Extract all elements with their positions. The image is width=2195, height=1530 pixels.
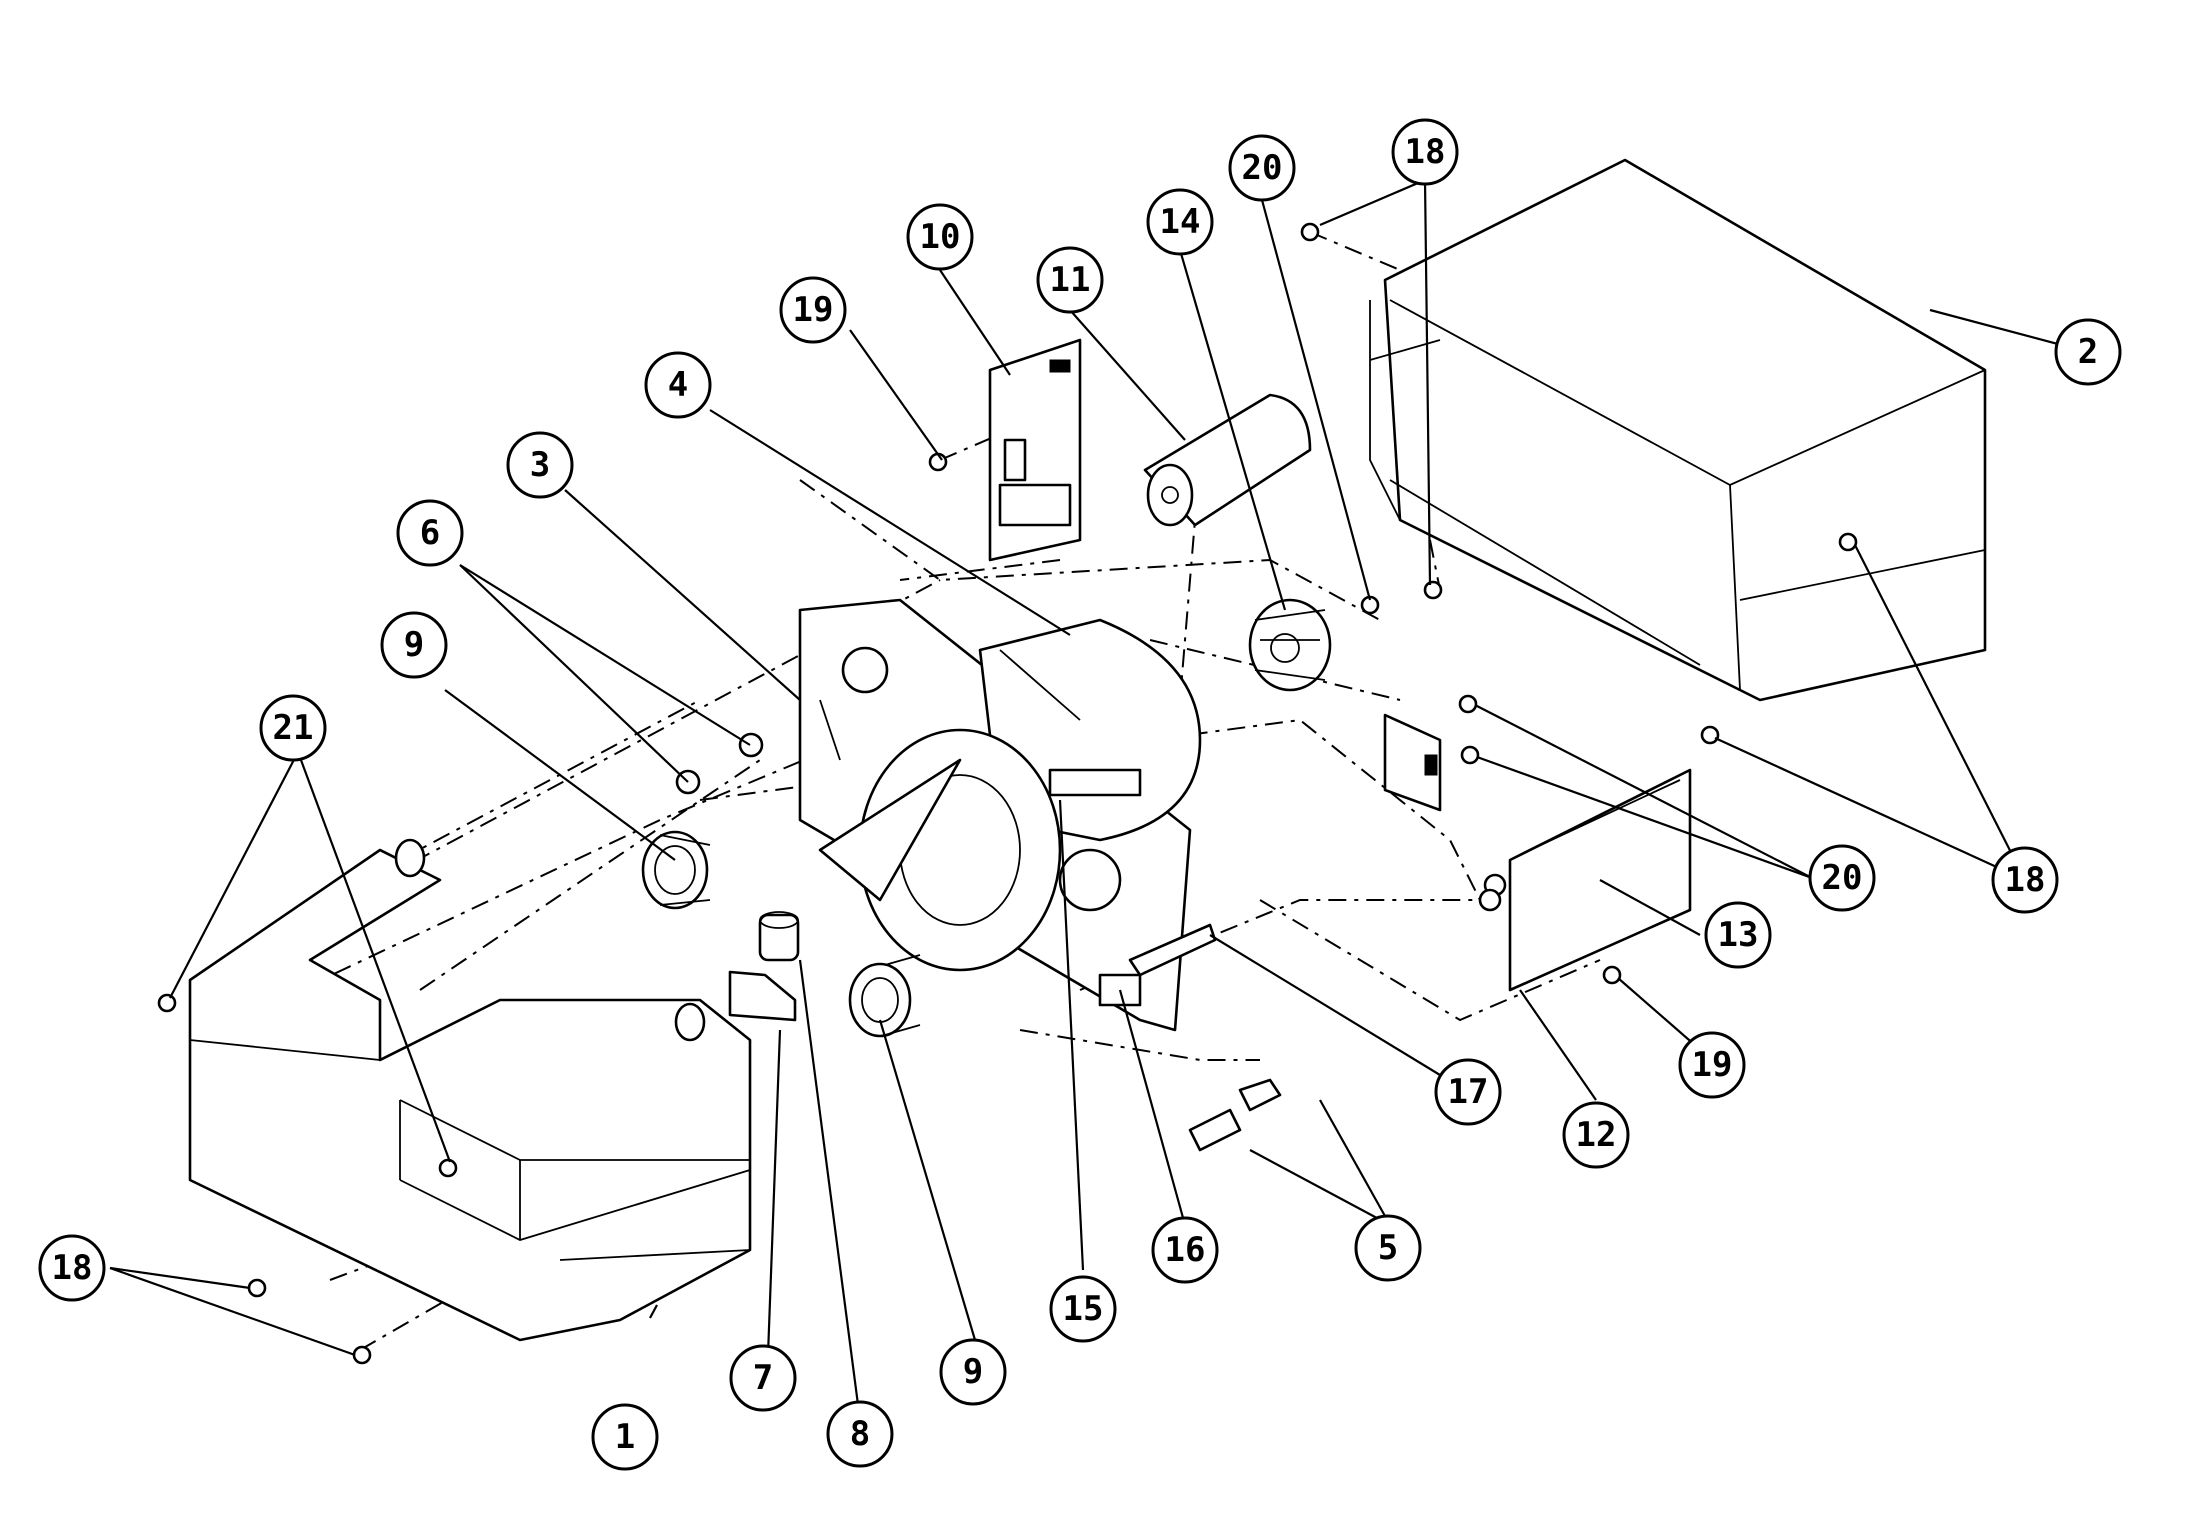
callout-4: 4 [644, 351, 712, 419]
housing-cover-part [1369, 158, 1987, 702]
bracket-part [728, 970, 797, 1022]
callout-15: 15 [1049, 1275, 1117, 1343]
switch-part [1128, 923, 1217, 977]
callout-18-right: 18 [1991, 846, 2059, 914]
callout-2: 2 [2054, 318, 2122, 386]
capacitor-part [1143, 393, 1312, 527]
callout-14: 14 [1146, 188, 1214, 256]
svg-text:6: 6 [420, 513, 440, 553]
svg-text:9: 9 [963, 1352, 983, 1392]
callout-19-top: 19 [779, 276, 847, 344]
svg-text:12: 12 [1576, 1115, 1617, 1155]
plug-parts [1188, 1078, 1282, 1152]
blower-wheel-part [818, 728, 1062, 972]
svg-text:19: 19 [1692, 1045, 1733, 1085]
svg-text:9: 9 [404, 625, 424, 665]
callout-9-upper: 9 [380, 611, 448, 679]
callout-1: 1 [591, 1403, 659, 1471]
circuit-board-part [988, 338, 1082, 562]
callout-7: 7 [729, 1344, 797, 1412]
svg-text:16: 16 [1165, 1230, 1206, 1270]
callout-3: 3 [506, 431, 574, 499]
callout-20-top: 20 [1228, 134, 1296, 202]
washer-parts [675, 732, 764, 795]
gear-part [1248, 598, 1332, 692]
svg-text:17: 17 [1448, 1072, 1489, 1112]
svg-text:5: 5 [1378, 1228, 1398, 1268]
svg-text:2: 2 [2078, 332, 2098, 372]
svg-text:7: 7 [753, 1358, 773, 1398]
svg-text:11: 11 [1050, 260, 1091, 300]
svg-text:14: 14 [1160, 202, 1201, 242]
svg-text:21: 21 [273, 708, 314, 748]
callout-17: 17 [1434, 1058, 1502, 1126]
callout-20-right: 20 [1808, 844, 1876, 912]
callout-18-top: 18 [1391, 118, 1459, 186]
callout-12: 12 [1562, 1101, 1630, 1169]
callout-10: 10 [906, 203, 974, 271]
svg-text:3: 3 [530, 445, 550, 485]
svg-text:1: 1 [615, 1417, 635, 1457]
callout-11: 11 [1036, 246, 1104, 314]
svg-text:15: 15 [1063, 1289, 1104, 1329]
svg-text:19: 19 [793, 290, 834, 330]
callout-19-right: 19 [1678, 1031, 1746, 1099]
svg-text:13: 13 [1718, 915, 1759, 955]
svg-text:20: 20 [1242, 148, 1283, 188]
terminal-part [1098, 973, 1142, 1007]
bushing-part [758, 911, 800, 962]
callout-18-left: 18 [38, 1234, 106, 1302]
svg-text:10: 10 [920, 217, 961, 257]
callout-13: 13 [1704, 901, 1772, 969]
callout-6: 6 [396, 499, 464, 567]
base-part [188, 838, 752, 1342]
callout-5: 5 [1354, 1214, 1422, 1282]
connector-strip-part [1048, 768, 1142, 797]
callout-21: 21 [259, 694, 327, 762]
bearing-lower-part [848, 954, 921, 1038]
svg-text:18: 18 [1405, 132, 1446, 172]
callout-leader-lines [109, 178, 2089, 1421]
callout-8: 8 [826, 1400, 894, 1468]
small-board-part [1383, 713, 1442, 812]
control-board-part [1478, 768, 1692, 992]
callout-9-lower: 9 [939, 1338, 1007, 1406]
bearing-left-part [641, 830, 711, 910]
svg-text:18: 18 [52, 1248, 93, 1288]
callout-16: 16 [1151, 1216, 1219, 1284]
svg-text:20: 20 [1822, 858, 1863, 898]
svg-text:8: 8 [850, 1414, 870, 1454]
svg-text:18: 18 [2005, 860, 2046, 900]
svg-text:4: 4 [668, 365, 688, 405]
